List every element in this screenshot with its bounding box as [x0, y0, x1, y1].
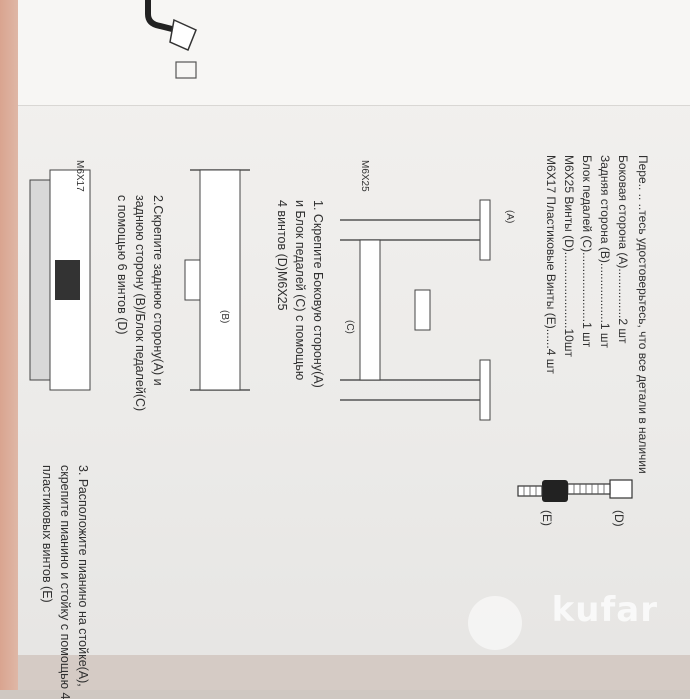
watermark: kufar [551, 590, 658, 630]
step2-line: заднюю сторону (B)/Блок педалей(C) [133, 195, 147, 412]
previous-page-strip [18, 0, 690, 106]
step3-line: скрепите пианино и стойку с помощью 4 [58, 465, 72, 699]
parts-list-item: Боковая сторона (A)...............2 шт [616, 155, 630, 344]
power-cable-icon [145, 0, 197, 79]
table-surface [18, 655, 690, 690]
screw-d-label: (D) [612, 510, 626, 527]
step2-diagram [184, 169, 250, 391]
step1-line: 4 винтов (D)M6X25 [275, 200, 289, 311]
part-c-label: (C) [344, 320, 355, 334]
parts-list-header: Пере.. .. ..тесь удостоверьтесь, что все… [636, 155, 650, 474]
step2-line: 2.Скрепите заднюю сторону(A) и [151, 195, 165, 386]
screw-e-icon [517, 480, 568, 502]
step1-line: 1. Скрепите Боковую сторону(A) [311, 200, 325, 388]
parts-list-item: M6X25 Винты (D).......................10… [562, 155, 576, 357]
parts-list-item: Задняя сторона (B)..................1 шт [598, 155, 612, 349]
step2-line: с помощью 6 винтов (D) [115, 195, 129, 335]
parts-list-item: Блок педалей (C).....................1 ш… [580, 155, 594, 348]
kufar-logo-icon [468, 596, 522, 650]
screw-tag: M6X25 [359, 160, 370, 192]
part-a-label: (A) [504, 210, 515, 224]
parts-list-item: M6X17 Пластиковые Винты (E)......4 шт [544, 155, 558, 374]
part-b-label: (B) [219, 310, 230, 324]
screw-e-label: (E) [540, 510, 554, 526]
step3-line: 3. Расположите пианино на стойке(A), [76, 465, 90, 687]
step1-line: и Блок педалей (C) с помощью [293, 200, 307, 381]
screw-tag: M6X17 [74, 160, 85, 192]
step1-diagram [340, 199, 491, 421]
step3-line: пластиковых винтов (E) [40, 465, 54, 603]
step3-diagram [29, 169, 91, 391]
manual-page [18, 0, 690, 690]
